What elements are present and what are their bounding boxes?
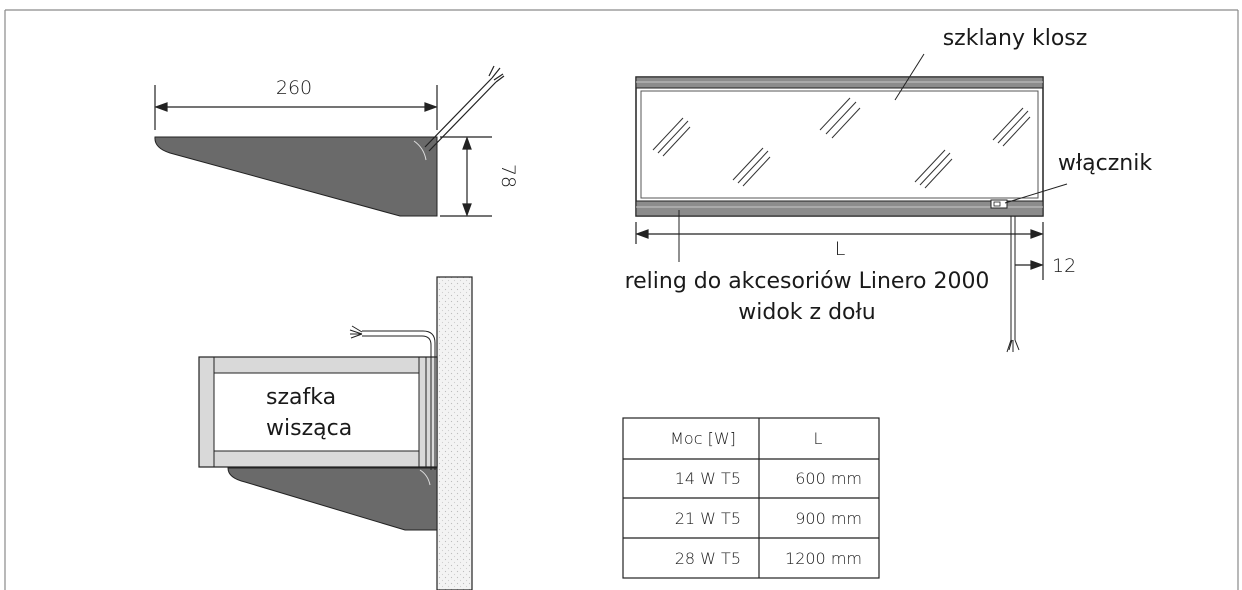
offset-dimension-line <box>1015 260 1044 270</box>
cable-bottom <box>1006 216 1020 353</box>
glass-shade-label: szklany klosz <box>943 26 1088 51</box>
table-header-power: Moc [W] <box>670 429 736 448</box>
length-dimension-label: L <box>835 238 846 260</box>
height-dimension-line <box>440 136 492 217</box>
glass-shade-leader <box>894 53 925 101</box>
cabinet-label-line2: wisząca <box>266 416 352 441</box>
rail-label: reling do akcesoriów Linero 2000 <box>625 269 990 294</box>
side-view: 260 78 <box>154 65 519 217</box>
glass-reflections <box>652 97 1031 189</box>
table-cell-power: 14 W T5 <box>675 469 741 488</box>
luminaire-side-profile <box>154 136 438 217</box>
table-cell-power: 21 W T5 <box>675 509 741 528</box>
wall <box>436 276 473 590</box>
table-cell-length: 1200 mm <box>785 549 862 568</box>
bottom-view: L 12 szklany klosz włącznik reling do ak… <box>625 26 1152 353</box>
glass-shade <box>640 90 1039 199</box>
view-caption: widok z dołu <box>738 300 875 325</box>
cabinet-label-line1: szafka <box>266 385 336 410</box>
cable-mounted <box>349 325 436 470</box>
cable-side <box>424 65 505 152</box>
table-cell-length: 900 mm <box>795 509 862 528</box>
table-cell-power: 28 W T5 <box>675 549 741 568</box>
width-dimension-label: 260 <box>276 77 312 99</box>
spec-table: Moc [W] L 14 W T5 600 mm 21 W T5 900 mm … <box>622 417 880 579</box>
cable-entry-arc <box>413 140 427 161</box>
switch-label: włącznik <box>1058 151 1152 176</box>
table-cell-length: 600 mm <box>795 469 862 488</box>
table-header-length: L <box>814 429 823 448</box>
height-dimension-label: 78 <box>497 164 519 188</box>
offset-dimension-label: 12 <box>1052 255 1076 277</box>
frame <box>4 9 1239 590</box>
mounted-view: szafka wisząca <box>198 276 473 590</box>
bottom-rail <box>635 200 1044 217</box>
cabinet-interior <box>213 372 420 452</box>
width-dimension-line <box>154 85 438 130</box>
switch-leader <box>1004 183 1068 204</box>
length-dimension-line <box>635 222 1044 280</box>
luminaire-mounted <box>227 467 438 531</box>
